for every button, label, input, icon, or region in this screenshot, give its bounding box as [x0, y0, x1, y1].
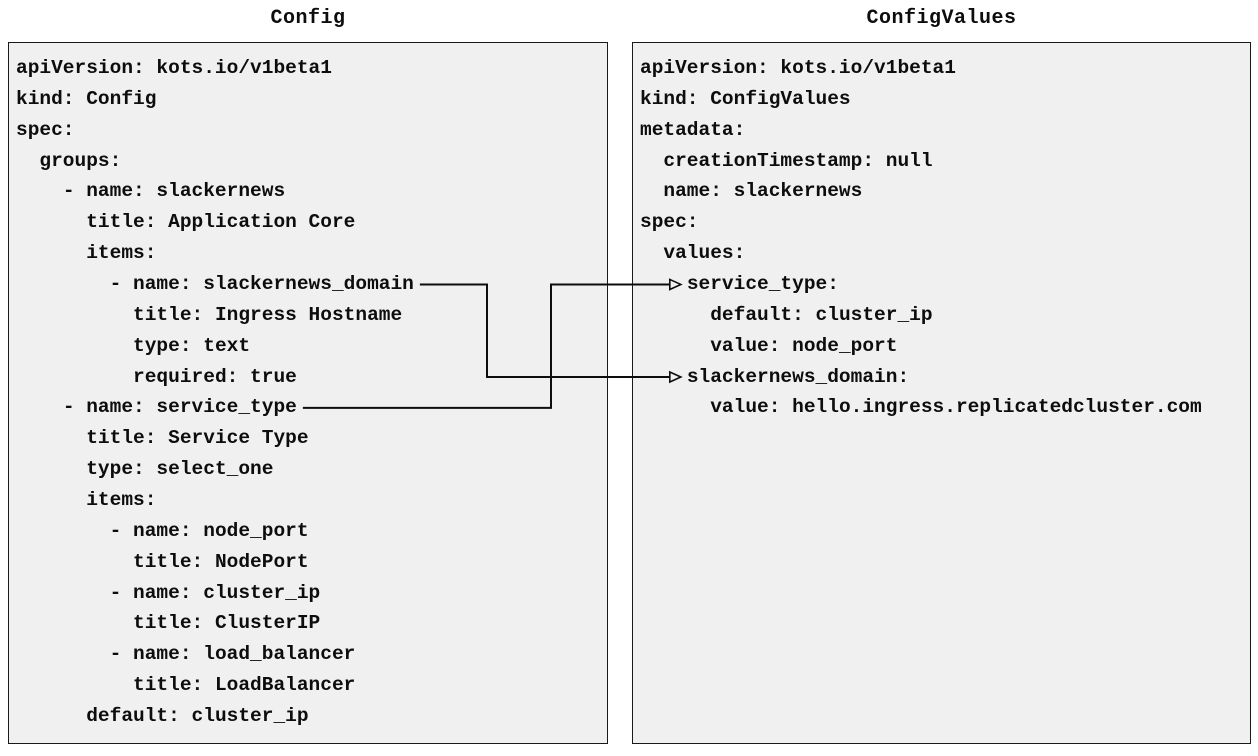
yaml-text: service_type:	[686, 273, 839, 296]
yaml-indent	[16, 551, 133, 573]
yaml-line: title: ClusterIP	[16, 608, 600, 639]
yaml-line: - name: slackernews	[16, 176, 600, 207]
yaml-indent	[16, 674, 133, 696]
yaml-indent	[16, 520, 110, 542]
yaml-line: title: NodePort	[16, 547, 600, 578]
yaml-line: items:	[16, 238, 600, 269]
yaml-text: - name: node_port	[109, 519, 309, 542]
yaml-indent	[16, 180, 63, 202]
yaml-indent	[16, 427, 86, 449]
yaml-line: groups:	[16, 146, 600, 177]
yaml-text: title: ClusterIP	[133, 612, 321, 635]
yaml-text: items:	[86, 489, 157, 512]
yaml-indent	[16, 273, 110, 295]
yaml-text: title: Application Core	[86, 211, 356, 234]
yaml-text: - name: load_balancer	[109, 643, 356, 666]
yaml-text: slackernews_domain:	[686, 365, 910, 388]
yaml-indent	[16, 335, 133, 357]
yaml-text: title: Ingress Hostname	[133, 303, 403, 326]
yaml-indent	[16, 458, 86, 480]
yaml-line: - name: slackernews_domain	[16, 269, 600, 300]
yaml-line: values:	[640, 238, 1243, 269]
yaml-line: name: slackernews	[640, 176, 1243, 207]
yaml-text: default: cluster_ip	[86, 705, 309, 728]
yaml-line: creationTimestamp: null	[640, 146, 1243, 177]
yaml-text: value: hello.ingress.replicatedcluster.c…	[710, 396, 1202, 419]
yaml-text: - name: slackernews	[62, 180, 286, 203]
yaml-text: type: text	[133, 334, 251, 357]
yaml-text: metadata:	[640, 118, 746, 141]
yaml-text: default: cluster_ip	[710, 303, 933, 326]
yaml-line: - name: service_type	[16, 392, 600, 423]
yaml-text: spec:	[16, 118, 75, 141]
yaml-text: - name: cluster_ip	[109, 581, 321, 604]
yaml-line: apiVersion: kots.io/v1beta1	[16, 53, 600, 84]
yaml-text: - name: service_type	[62, 396, 297, 419]
yaml-indent	[16, 396, 63, 418]
yaml-line: type: text	[16, 331, 600, 362]
yaml-indent	[640, 396, 710, 418]
yaml-text: spec:	[640, 211, 699, 234]
yaml-line: slackernews_domain:	[640, 362, 1243, 393]
yaml-line: type: select_one	[16, 454, 600, 485]
yaml-text: kind: ConfigValues	[640, 87, 851, 110]
yaml-indent	[640, 180, 663, 202]
yaml-line: items:	[16, 485, 600, 516]
yaml-indent	[640, 242, 663, 264]
yaml-indent	[16, 643, 110, 665]
yaml-indent	[640, 273, 687, 295]
yaml-indent	[16, 612, 133, 634]
yaml-text: title: NodePort	[133, 550, 309, 573]
yaml-text: title: Service Type	[86, 427, 309, 450]
configvalues-panel-title: ConfigValues	[866, 7, 1017, 30]
yaml-line: - name: cluster_ip	[16, 578, 600, 609]
yaml-text: value: node_port	[710, 334, 898, 357]
yaml-line: spec:	[16, 115, 600, 146]
yaml-line: apiVersion: kots.io/v1beta1	[640, 53, 1243, 84]
yaml-text: creationTimestamp: null	[663, 149, 933, 172]
yaml-line: value: node_port	[640, 331, 1243, 362]
yaml-line: title: LoadBalancer	[16, 670, 600, 701]
yaml-line: required: true	[16, 362, 600, 393]
yaml-text: name: slackernews	[663, 180, 863, 203]
yaml-text: groups:	[39, 149, 122, 172]
yaml-indent	[640, 335, 710, 357]
yaml-line: kind: ConfigValues	[640, 84, 1243, 115]
yaml-text: type: select_one	[86, 458, 274, 481]
yaml-indent	[16, 304, 133, 326]
yaml-line: spec:	[640, 207, 1243, 238]
yaml-line: - name: node_port	[16, 516, 600, 547]
yaml-text: kind: Config	[16, 87, 157, 110]
yaml-text: apiVersion: kots.io/v1beta1	[640, 57, 956, 79]
yaml-line: service_type:	[640, 269, 1243, 300]
yaml-indent	[640, 366, 687, 388]
yaml-indent	[16, 150, 39, 172]
yaml-indent	[16, 582, 110, 604]
yaml-indent	[16, 242, 86, 264]
yaml-indent	[16, 489, 86, 511]
yaml-line: value: hello.ingress.replicatedcluster.c…	[640, 392, 1243, 423]
yaml-text: apiVersion: kots.io/v1beta1	[16, 57, 332, 79]
yaml-indent	[640, 304, 710, 326]
configvalues-panel: apiVersion: kots.io/v1beta1 kind: ConfigV…	[632, 42, 1251, 744]
yaml-line: title: Service Type	[16, 423, 600, 454]
yaml-text: title: LoadBalancer	[133, 674, 356, 697]
yaml-line: - name: load_balancer	[16, 639, 600, 670]
yaml-indent	[16, 211, 86, 233]
yaml-text: - name: slackernews_domain	[109, 273, 414, 296]
yaml-line: title: Ingress Hostname	[16, 300, 600, 331]
yaml-indent	[16, 705, 86, 727]
config-panel: apiVersion: kots.io/v1beta1 kind: Config s…	[8, 42, 608, 744]
yaml-text: required: true	[133, 365, 297, 388]
yaml-indent	[640, 150, 663, 172]
yaml-line: default: cluster_ip	[640, 300, 1243, 331]
yaml-line: default: cluster_ip	[16, 701, 600, 732]
yaml-text: items:	[86, 242, 157, 265]
yaml-text: values:	[663, 242, 746, 265]
config-panel-title: Config	[270, 7, 346, 30]
yaml-line: kind: Config	[16, 84, 600, 115]
yaml-line: title: Application Core	[16, 207, 600, 238]
yaml-indent	[16, 366, 133, 388]
yaml-line: metadata:	[640, 115, 1243, 146]
